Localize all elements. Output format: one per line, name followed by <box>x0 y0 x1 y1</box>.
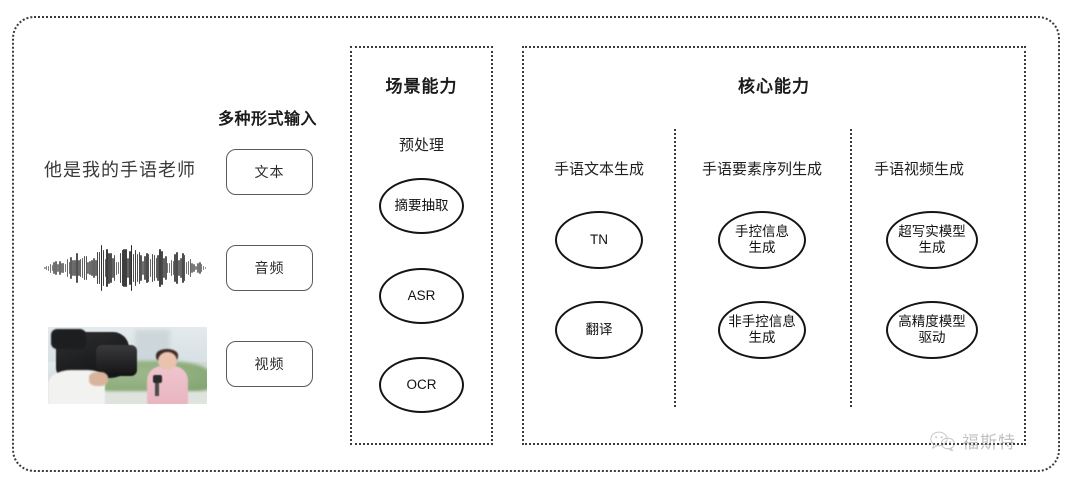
core-column-sign-element-sequence-generation: 手语要素序列生成 手控信息 生成 非手控信息 生成 <box>674 48 850 443</box>
scene-column-preprocess: 预处理 摘要抽取 ASR OCR <box>352 48 491 443</box>
watermark-text: 福斯特 <box>962 433 1016 452</box>
outer-frame <box>12 16 1060 472</box>
wechat-chat-bubble-icon <box>930 431 955 451</box>
node-translation[interactable]: 翻译 <box>555 301 643 359</box>
core-panel-divider-1 <box>674 129 676 407</box>
node-non-manual-information-generation[interactable]: 非手控信息 生成 <box>718 301 806 359</box>
core-column-sign-text-generation: 手语文本生成 TN 翻译 <box>524 48 674 443</box>
scene-column-header: 预处理 <box>398 137 444 154</box>
scene-capability-panel: 场景能力 预处理 摘要抽取 ASR OCR <box>350 46 493 445</box>
node-hyperrealistic-model-generation[interactable]: 超写实模型 生成 <box>886 211 978 269</box>
core-panel-title: 核心能力 <box>738 77 810 96</box>
node-ocr[interactable]: OCR <box>379 357 464 413</box>
node-manual-information-generation[interactable]: 手控信息 生成 <box>718 211 806 269</box>
core-capability-panel: 核心能力 手语文本生成 TN 翻译 手语要素序列生成 手控信息 生成 非手控信息… <box>522 46 1026 445</box>
node-summary-extraction[interactable]: 摘要抽取 <box>379 178 464 234</box>
video-thumbnail-reporter <box>48 327 207 404</box>
input-section-heading: 多种形式输入 <box>218 111 318 128</box>
node-high-precision-model-driving[interactable]: 高精度模型 驱动 <box>886 301 978 359</box>
core-column-1-header: 手语文本生成 <box>553 161 644 178</box>
watermark: 福斯特 <box>930 428 1016 453</box>
input-tag-video[interactable]: 视频 <box>226 341 313 387</box>
scene-panel-title: 场景能力 <box>385 77 458 96</box>
core-column-sign-video-generation: 手语视频生成 超写实模型 生成 高精度模型 驱动 <box>850 48 1026 443</box>
core-column-3-header: 手语视频生成 <box>874 161 965 178</box>
sample-sentence-text: 他是我的手语老师 <box>44 160 196 180</box>
audio-waveform-icon <box>44 243 207 293</box>
core-panel-divider-2 <box>850 129 852 407</box>
input-tag-audio[interactable]: 音频 <box>226 245 313 291</box>
input-tag-text[interactable]: 文本 <box>226 149 313 195</box>
node-tn[interactable]: TN <box>555 211 643 269</box>
node-asr[interactable]: ASR <box>379 268 464 324</box>
core-column-2-header: 手语要素序列生成 <box>701 161 822 178</box>
